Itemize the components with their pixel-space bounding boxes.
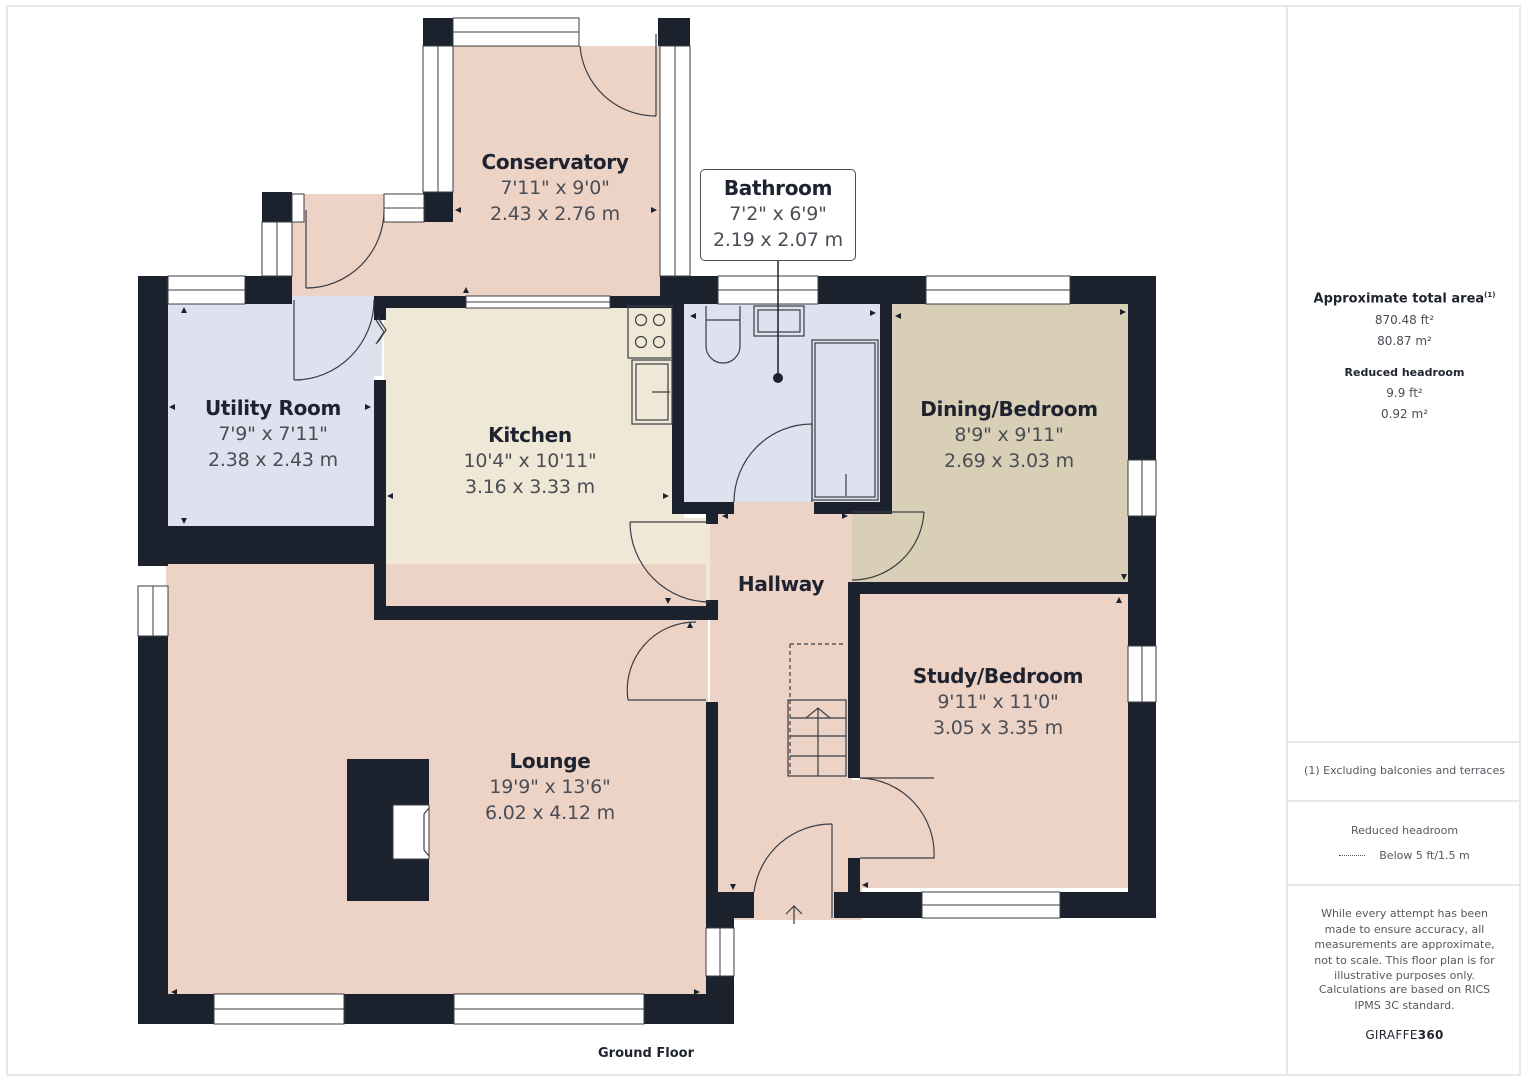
room-dimensions-imperial: 7'2" x 6'9": [729, 203, 827, 225]
room-dimensions-metric: 2.19 x 2.07 m: [713, 229, 843, 251]
conservatory-floor: [452, 46, 660, 296]
doors-and-fixtures: [293, 34, 935, 924]
dining-doorway-floor: [852, 512, 894, 582]
panel-divider-3: [1288, 884, 1521, 886]
study-floor: [860, 594, 1128, 888]
legend-title: Reduced headroom: [1350, 824, 1459, 837]
room-dimensions-imperial: 7'11" x 9'0": [500, 177, 610, 199]
floor-plan-drawing: [137, 17, 1157, 1025]
panel-divider-1: [1288, 741, 1521, 743]
bathroom-callout-pointer: [773, 261, 783, 383]
room-dimensions-metric: 3.16 x 3.33 m: [465, 476, 595, 498]
room-name: Lounge: [509, 749, 591, 773]
porch-door: [305, 209, 385, 289]
utility-passage-floor: [292, 296, 382, 376]
dining-bedroom-label: Dining/Bedroom 8'9" x 9'11" 2.69 x 3.03 …: [920, 396, 1098, 474]
windows: [137, 17, 1157, 1025]
floor-label: Ground Floor: [598, 1046, 694, 1061]
study-door: [859, 777, 935, 859]
room-name: Bathroom: [723, 176, 833, 200]
disclaimer: While every attempt has been made to ens…: [1314, 907, 1495, 982]
dimension-markers: [169, 207, 1127, 995]
info-panel: Approximate total area(1) 870.48 ft² 80.…: [1288, 5, 1521, 1076]
reduced-headroom-m: 0.92 m²: [1380, 407, 1429, 422]
room-name: Utility Room: [204, 396, 342, 420]
study-bedroom-label: Study/Bedroom 9'11" x 11'0" 3.05 x 3.35 …: [912, 663, 1084, 741]
lounge-door: [626, 621, 697, 701]
toilet: [705, 306, 741, 364]
lounge-lower-floor: [166, 620, 708, 994]
room-dimensions-metric: 2.43 x 2.76 m: [490, 203, 620, 225]
kitchen-label: Kitchen 10'4" x 10'11" 3.16 x 3.33 m: [463, 422, 596, 500]
room-dimensions-imperial: 10'4" x 10'11": [463, 450, 597, 472]
total-area-title: Approximate total area(1): [1288, 291, 1521, 306]
room-dimensions-metric: 3.05 x 3.35 m: [933, 717, 1063, 739]
total-area-m: 80.87 m²: [1377, 334, 1432, 349]
bifold-door: [375, 317, 387, 345]
room-dimensions-imperial: 8'9" x 9'11": [954, 424, 1064, 446]
room-floors: [166, 46, 1128, 994]
total-area-ft: 870.48 ft²: [1374, 313, 1435, 328]
conservatory-label: Conservatory 7'11" x 9'0" 2.43 x 2.76 m: [481, 149, 628, 227]
bath: [811, 339, 879, 501]
kitchen-door: [629, 521, 711, 603]
hallway-label: Hallway: [737, 571, 825, 597]
utility-door: [293, 299, 375, 381]
room-name: Kitchen: [488, 423, 572, 447]
dining-door: [851, 511, 925, 581]
room-name: Hallway: [737, 572, 825, 596]
legend-section: Reduced headroom Below 5 ft/1.5 m: [1288, 823, 1521, 863]
brand-bold: 360: [1417, 1028, 1444, 1042]
panel-divider-2: [1288, 800, 1521, 802]
entrance-arrow-icon: [785, 905, 803, 924]
reduced-headroom-ft: 9.9 ft²: [1386, 386, 1423, 401]
floor-plan: Conservatory 7'11" x 9'0" 2.43 x 2.76 m …: [137, 17, 1157, 1061]
basin: [753, 305, 805, 337]
dining-floor: [892, 304, 1128, 582]
room-name: Dining/Bedroom: [920, 397, 1098, 421]
front-door: [753, 823, 833, 893]
room-dimensions-imperial: 7'9" x 7'11": [218, 423, 328, 445]
room-dimensions-imperial: 9'11" x 11'0": [937, 691, 1059, 713]
total-area-title-text: Approximate total area: [1313, 291, 1485, 307]
utility-room-label: Utility Room 7'9" x 7'11" 2.38 x 2.43 m: [205, 395, 341, 473]
conservatory-door: [579, 45, 657, 117]
footnote-mark: (1): [1484, 291, 1496, 299]
stairs: [787, 699, 847, 777]
bathroom-callout: Bathroom 7'2" x 6'9" 2.19 x 2.07 m: [700, 169, 856, 261]
page-frame: [6, 5, 1521, 1076]
legend-row: Below 5 ft/1.5 m: [1288, 848, 1521, 864]
kitchen-sink: [631, 359, 673, 425]
room-dimensions-metric: 2.38 x 2.43 m: [208, 449, 338, 471]
dotted-line-icon: [1339, 854, 1366, 856]
room-dimensions-imperial: 19'9" x 13'6": [489, 776, 611, 798]
legend-item: Below 5 ft/1.5 m: [1379, 848, 1470, 862]
brand-light: GIRAFFE: [1365, 1028, 1418, 1042]
room-dimensions-metric: 2.69 x 3.03 m: [944, 450, 1074, 472]
room-name: Study/Bedroom: [912, 664, 1084, 688]
calculation-note: Calculations are based on RICS IPMS 3C s…: [1318, 983, 1491, 1012]
bathroom-door: [733, 423, 813, 503]
hob: [627, 305, 673, 359]
brand-logo: GIRAFFE360: [1288, 1028, 1521, 1042]
panel-divider: [1286, 5, 1288, 1076]
reduced-headroom-title: Reduced headroom: [1344, 366, 1465, 380]
total-area-section: Approximate total area(1) 870.48 ft² 80.…: [1288, 291, 1521, 421]
room-dimensions-metric: 6.02 x 4.12 m: [485, 802, 615, 824]
room-name: Conservatory: [481, 150, 629, 174]
bathroom-floor: [684, 304, 880, 502]
lounge-label: Lounge 19'9" x 13'6" 6.02 x 4.12 m: [485, 748, 615, 826]
footnote: (1) Excluding balconies and terraces: [1304, 764, 1505, 777]
